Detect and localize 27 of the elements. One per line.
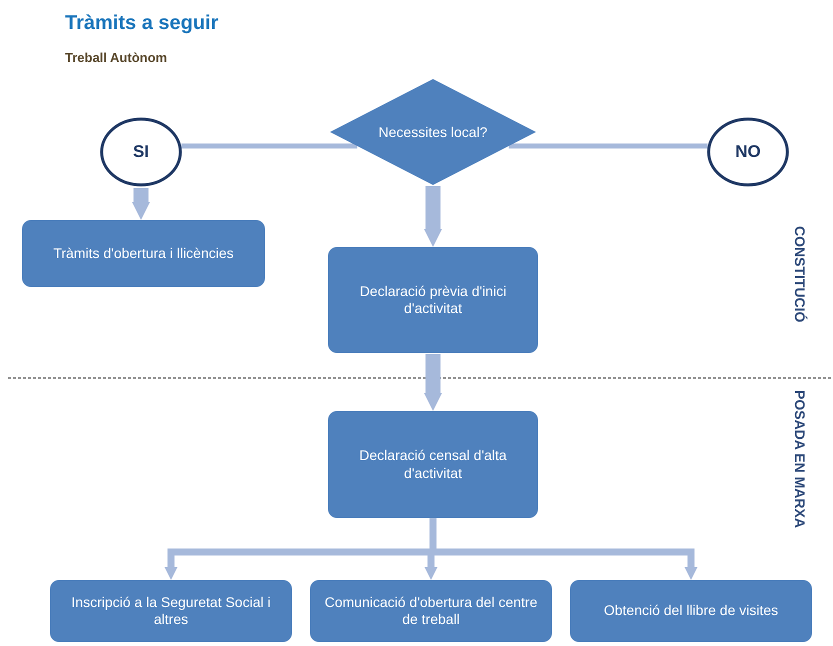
process-box (570, 580, 812, 642)
arrow (132, 188, 150, 220)
connector-line (181, 144, 358, 148)
node-text: Obtenció del llibre de visites (604, 602, 778, 620)
process-box (328, 411, 538, 518)
node-text: Declaració censal d'alta d'activitat (358, 447, 508, 482)
answer-circle (100, 117, 182, 187)
node-text: Inscripció a la Seguretat Social i altres (70, 594, 272, 628)
process-box (22, 220, 265, 287)
decision-diamond (330, 79, 536, 185)
phase-label: CONSTITUCIÓ (792, 226, 808, 322)
title: Tràmits a seguir (65, 12, 218, 35)
node-text: Necessites local? (378, 124, 488, 140)
node-text: SI (132, 142, 150, 162)
process-box (310, 580, 552, 642)
process-box (328, 247, 538, 353)
subtitle: Treball Autònom (65, 50, 168, 65)
phase-label: POSADA EN MARXA (792, 390, 808, 528)
process-box (50, 580, 292, 642)
node-text: Declaració prèvia d'inici d'activitat (358, 282, 508, 318)
arrow (424, 186, 442, 247)
arrow (424, 354, 442, 411)
node-text: Tràmits d'obertura i llicències (53, 244, 234, 262)
connector-line (508, 144, 708, 148)
node-text: Comunicació d'obertura del centre de treball (324, 594, 538, 628)
node-text: NO (735, 142, 761, 162)
answer-circle (707, 117, 789, 187)
